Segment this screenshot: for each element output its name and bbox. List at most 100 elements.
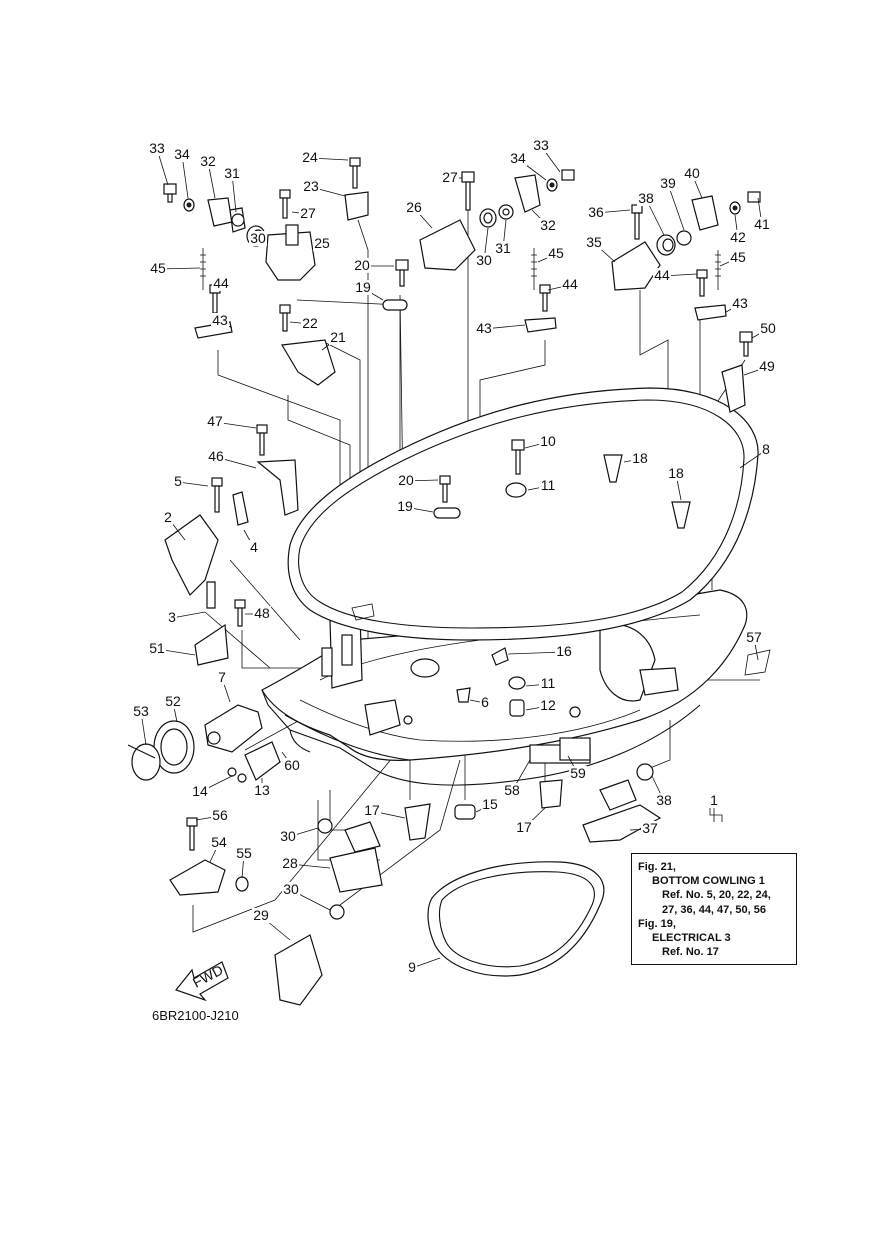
part-label-38: 38 <box>638 190 654 206</box>
part-label-44: 44 <box>562 276 578 292</box>
part-label-bg <box>547 246 565 261</box>
part-label-bg <box>148 641 166 656</box>
part-label-bg <box>282 882 300 897</box>
part-label-bg <box>745 630 763 645</box>
callout-line-4: 27, 36, 44, 47, 50, 56 <box>662 903 766 916</box>
part-label-bg <box>759 321 777 336</box>
part-label-bg <box>302 179 320 194</box>
part-label-bg <box>235 846 253 861</box>
part-label-bg <box>515 820 533 835</box>
callout-line-1: Fig. 21, <box>638 861 676 873</box>
part-label-56: 56 <box>212 807 228 823</box>
part-label-24: 24 <box>302 149 318 165</box>
part-label-bg <box>363 803 381 818</box>
part-label-43: 43 <box>212 312 228 328</box>
part-label-37: 37 <box>642 820 658 836</box>
part-label-bg <box>397 473 415 488</box>
part-label-bg <box>532 138 550 153</box>
part-label-4: 4 <box>250 539 258 555</box>
callout-line-6: ELECTRICAL 3 <box>652 932 731 945</box>
part-label-bg <box>313 236 331 251</box>
part-label-46: 46 <box>208 448 224 464</box>
part-label-bg <box>212 276 230 291</box>
label-leader-3 <box>171 611 206 619</box>
part-label-54: 54 <box>211 834 227 850</box>
part-label-bg <box>539 434 557 449</box>
part-label-bg <box>761 442 771 457</box>
part-label-bg <box>753 217 771 232</box>
part-label-bg <box>539 676 557 691</box>
part-label-bg <box>758 359 776 374</box>
part-label-bg <box>211 313 229 328</box>
label-leader-16 <box>507 651 565 655</box>
part-label-bg <box>503 783 521 798</box>
part-label-bg <box>210 835 228 850</box>
part-label-18: 18 <box>632 450 648 466</box>
part-label-bg <box>475 253 493 268</box>
part-label-bg <box>653 268 671 283</box>
part-label-20: 20 <box>398 472 414 488</box>
part-label-bg <box>667 466 685 481</box>
part-label-30: 30 <box>476 252 492 268</box>
part-label-bg <box>659 176 677 191</box>
part-label-30: 30 <box>250 230 266 246</box>
part-label-32: 32 <box>540 217 556 233</box>
part-label-45: 45 <box>730 249 746 265</box>
part-label-bg <box>173 147 191 162</box>
part-label-36: 36 <box>588 204 604 220</box>
part-label-bg <box>585 235 603 250</box>
label-leader-39 <box>667 183 685 231</box>
part-label-20: 20 <box>354 257 370 273</box>
part-label-11: 11 <box>541 477 556 493</box>
part-label-9: 9 <box>408 959 416 975</box>
part-label-bg <box>555 644 573 659</box>
part-label-2: 2 <box>164 509 172 525</box>
part-label-34: 34 <box>174 146 190 162</box>
part-label-22: 22 <box>302 315 318 331</box>
part-label-bg <box>539 218 557 233</box>
part-label-23: 23 <box>303 178 319 194</box>
part-label-bg <box>223 166 241 181</box>
part-label-bg <box>354 280 372 295</box>
callout-line-5: Fig. 19, <box>638 917 676 930</box>
part-label-bg <box>441 170 459 185</box>
part-label-bg <box>405 200 423 215</box>
part-label-bg <box>281 856 299 871</box>
part-label-bg <box>353 258 371 273</box>
part-label-bg <box>164 694 182 709</box>
label-leader-34 <box>181 154 189 199</box>
part-label-33: 33 <box>149 140 165 156</box>
part-label-bg <box>569 766 587 781</box>
part-label-41: 41 <box>754 216 770 232</box>
part-label-26: 26 <box>406 199 422 215</box>
part-label-bg <box>149 261 167 276</box>
callout-line-7: Ref. No. 17 <box>662 946 719 959</box>
part-label-45: 45 <box>150 260 166 276</box>
part-label-bg <box>480 695 490 710</box>
part-label-6: 6 <box>481 694 489 710</box>
part-label-19: 19 <box>355 279 371 295</box>
part-label-bg <box>655 793 673 808</box>
part-label-18: 18 <box>668 465 684 481</box>
part-label-55: 55 <box>236 845 252 861</box>
part-label-bg <box>729 250 747 265</box>
part-label-27: 27 <box>300 205 316 221</box>
part-label-30: 30 <box>280 828 296 844</box>
part-label-bg <box>279 829 297 844</box>
part-label-15: 15 <box>482 796 498 812</box>
part-label-8: 8 <box>762 441 770 457</box>
part-label-38: 38 <box>656 792 672 808</box>
part-label-bg <box>481 797 499 812</box>
part-label-bg <box>729 230 747 245</box>
part-label-bg <box>683 166 701 181</box>
part-label-bg <box>167 610 177 625</box>
part-label-bg <box>173 474 183 489</box>
part-label-3: 3 <box>168 609 176 625</box>
part-label-34: 34 <box>510 150 526 166</box>
part-label-33: 33 <box>533 137 549 153</box>
part-label-13: 13 <box>254 782 270 798</box>
part-label-45: 45 <box>548 245 564 261</box>
part-label-bg <box>561 277 579 292</box>
reference-callout: Fig. 21, BOTTOM COWLING 1 Ref. No. 5, 20… <box>631 853 797 965</box>
